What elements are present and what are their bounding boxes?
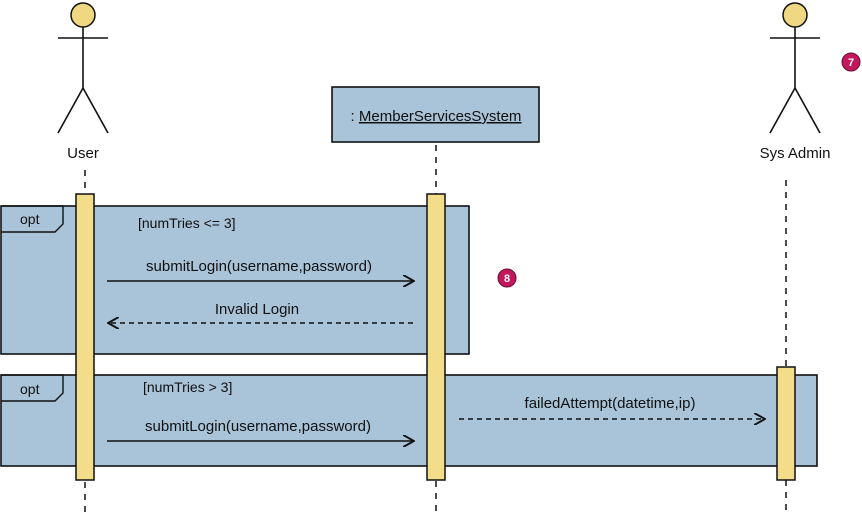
system-object: : MemberServicesSystem [331, 86, 540, 143]
message-submit-login-2: submitLogin(username,password) [107, 418, 414, 441]
system-activation-bar [426, 193, 446, 481]
sysadmin-actor: Sys Admin [760, 2, 831, 162]
sysadmin-activation-bar [776, 366, 796, 481]
message-invalid-login-label: Invalid Login [215, 301, 299, 318]
message-submit-login-1: submitLogin(username,password) [107, 258, 414, 281]
fragment-opt-2: opt [numTries > 3] [0, 374, 818, 467]
callout-badge-8-text: 8 [504, 273, 510, 285]
message-failed-attempt: failedAttempt(datetime,ip) [459, 395, 765, 419]
message-invalid-login: Invalid Login [108, 301, 413, 323]
system-object-box [331, 86, 540, 143]
message-failed-attempt-label: failedAttempt(datetime,ip) [525, 395, 696, 412]
user-actor: User [57, 2, 109, 162]
user-actor-label: User [67, 145, 99, 162]
callout-badge-7: 7 [841, 52, 861, 72]
fragment-1-operator-tab [1, 205, 64, 233]
fragment-1-operator: opt [20, 211, 40, 227]
fragment-2-operator-tab [1, 374, 64, 402]
fragment-opt-1: opt [numTries <= 3] [0, 205, 470, 355]
system-object-prefix: : [351, 108, 355, 125]
fragment-1-guard: [numTries <= 3] [138, 215, 236, 231]
sysadmin-actor-head [782, 2, 808, 28]
callout-badge-8: 8 [497, 268, 517, 288]
sysadmin-actor-label: Sys Admin [760, 145, 831, 162]
message-submit-login-2-label: submitLogin(username,password) [145, 418, 371, 435]
system-object-name: MemberServicesSystem [359, 108, 522, 125]
callout-badge-7-text: 7 [848, 57, 854, 69]
fragment-2-box [0, 374, 818, 467]
message-submit-login-1-label: submitLogin(username,password) [146, 258, 372, 275]
user-actor-head [70, 2, 96, 28]
fragment-2-guard: [numTries > 3] [143, 379, 232, 395]
user-activation-bar [75, 193, 95, 481]
fragment-2-operator: opt [20, 381, 40, 397]
system-object-label: : MemberServicesSystem [351, 108, 522, 125]
